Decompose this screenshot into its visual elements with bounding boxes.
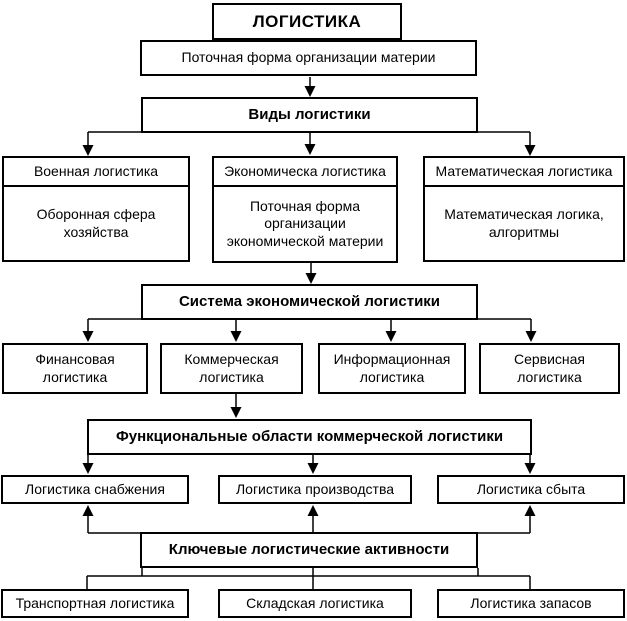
functional-box-sales: Логистика сбыта (437, 475, 625, 504)
type-box-mathematical: Математическая логистика Математическая … (423, 156, 625, 262)
type-title-military: Военная логистика (4, 158, 188, 187)
activities-header-box: Ключевые логистические активности (140, 532, 478, 568)
branch-activities-down (86, 568, 531, 590)
system-box-financial: Финансовая логистика (2, 343, 148, 394)
type-body-economic: Поточная форма организации экономической… (226, 197, 384, 249)
type-body-mathematical: Математическая логика, алгоритмы (444, 206, 604, 240)
branch-activities-up (82, 505, 536, 534)
activity-box-transport: Транспортная логистика (1, 589, 189, 618)
branch-types (82, 131, 536, 156)
types-header-box: Виды логистики (141, 97, 478, 133)
branch-system (82, 318, 537, 342)
functional-box-production: Логистика производства (218, 475, 412, 504)
type-box-economic: Экономическа логистика Поточная форма ор… (212, 156, 398, 263)
type-title-mathematical: Математическая логистика (425, 158, 623, 187)
system-box-service: Сервисная логистика (479, 343, 620, 394)
arrow-commercial-to-functional (230, 394, 242, 418)
arrow-definition-to-types (304, 77, 316, 97)
functional-box-supply: Логистика снабжения (1, 475, 189, 504)
branch-functional (82, 454, 536, 474)
system-box-informational: Информационная логистика (318, 343, 466, 394)
type-box-military: Военная логистика Оборонная сфера хозяйс… (2, 156, 190, 262)
type-title-economic: Экономическа логистика (214, 158, 396, 187)
definition-box: Поточная форма организации материи (140, 40, 477, 76)
system-box-commercial: Коммерческая логистика (160, 343, 303, 394)
activity-box-warehouse: Складская логистика (218, 589, 412, 618)
root-box: ЛОГИСТИКА (212, 3, 402, 40)
type-body-military: Оборонная сфера хозяйства (36, 206, 156, 240)
activity-box-inventory: Логистика запасов (437, 589, 625, 618)
functional-header-box: Функциональные области коммерческой логи… (87, 419, 532, 455)
system-header-box: Система экономической логистики (141, 284, 478, 320)
arrow-economic-to-system (305, 263, 317, 284)
